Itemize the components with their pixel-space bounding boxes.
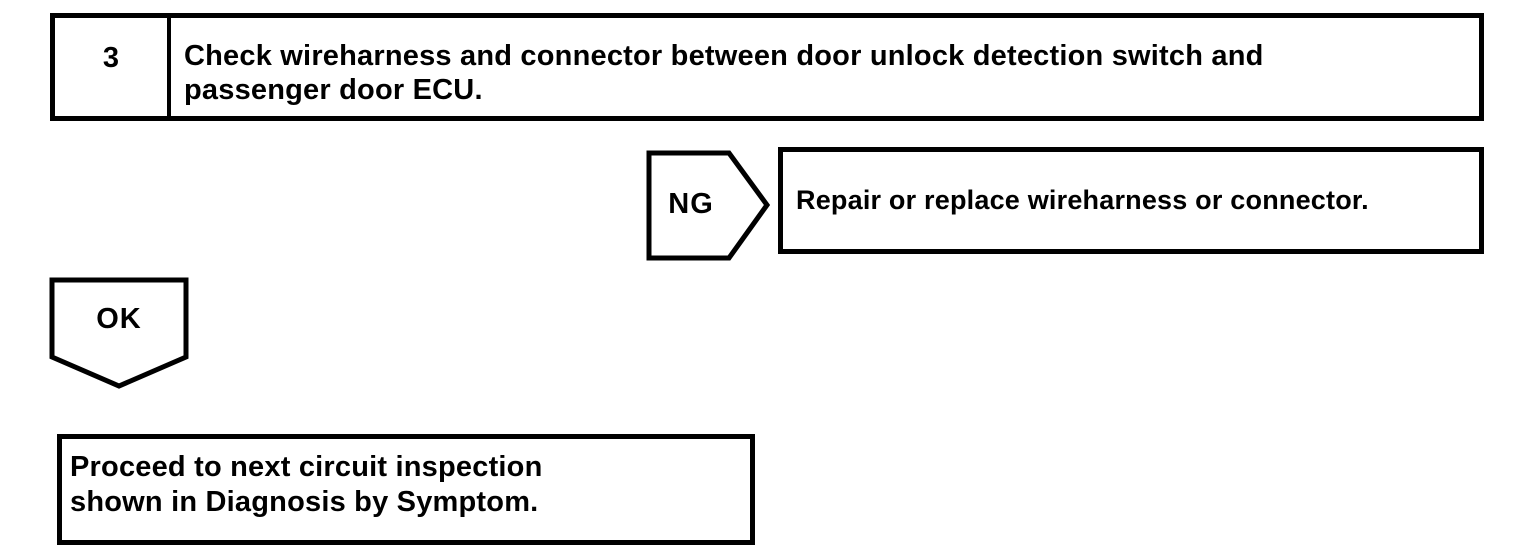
ng-label: NG bbox=[668, 188, 714, 220]
ok-connector: OK bbox=[49, 277, 189, 389]
ng-connector: NG bbox=[646, 150, 770, 261]
step-number-cell: 3 bbox=[55, 18, 171, 116]
ng-action-box: Repair or replace wireharness or connect… bbox=[778, 147, 1484, 254]
ng-arrow-shape bbox=[646, 150, 770, 261]
result-box: Proceed to next circuit inspection shown… bbox=[57, 434, 755, 545]
ng-action-text: Repair or replace wireharness or connect… bbox=[796, 185, 1369, 215]
step-instruction: Check wireharness and connector between … bbox=[184, 40, 1264, 106]
step-number: 3 bbox=[102, 42, 120, 74]
ok-arrow-shape bbox=[49, 277, 189, 389]
step-box: 3 Check wireharness and connector betwee… bbox=[50, 13, 1484, 121]
ok-label: OK bbox=[96, 302, 142, 335]
